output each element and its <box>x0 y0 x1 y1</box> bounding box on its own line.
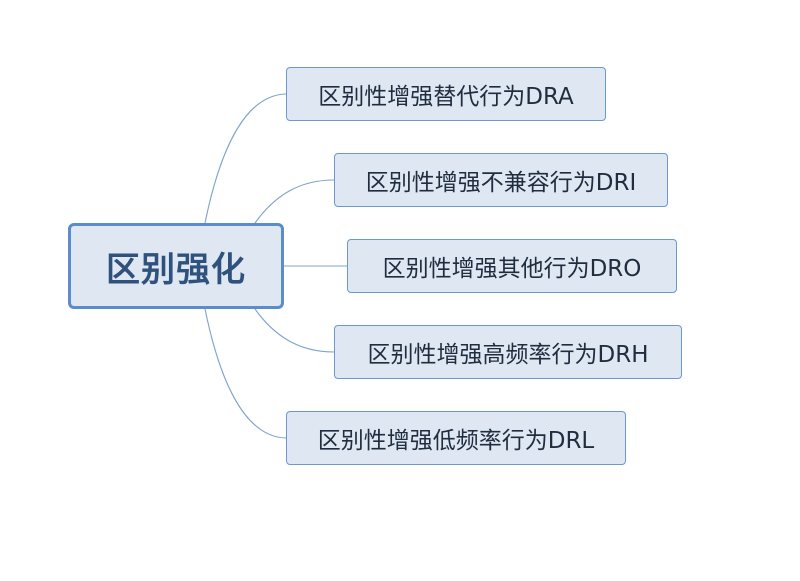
connector-line <box>204 308 287 439</box>
branch-topic-label: 区别性增强替代行为DRA <box>318 84 574 110</box>
branch-topic-drl[interactable]: 区别性增强低频率行为DRL <box>286 411 626 465</box>
branch-topic-dri[interactable]: 区别性增强不兼容行为DRI <box>334 153 668 207</box>
connector-line <box>204 93 287 224</box>
branch-topic-label: 区别性增强高频率行为DRH <box>367 342 649 368</box>
root-topic[interactable]: 区别强化 <box>68 223 284 309</box>
root-topic-label: 区别强化 <box>106 249 246 290</box>
branch-topic-drh[interactable]: 区别性增强高频率行为DRH <box>334 325 682 379</box>
branch-topic-dra[interactable]: 区别性增强替代行为DRA <box>286 67 606 121</box>
branch-topic-label: 区别性增强其他行为DRO <box>382 256 642 282</box>
connector-line <box>254 179 335 224</box>
branch-topic-label: 区别性增强低频率行为DRL <box>317 428 595 454</box>
branch-topic-label: 区别性增强不兼容行为DRI <box>365 170 637 196</box>
branch-topic-dro[interactable]: 区别性增强其他行为DRO <box>347 239 677 293</box>
connector-line <box>254 308 335 353</box>
